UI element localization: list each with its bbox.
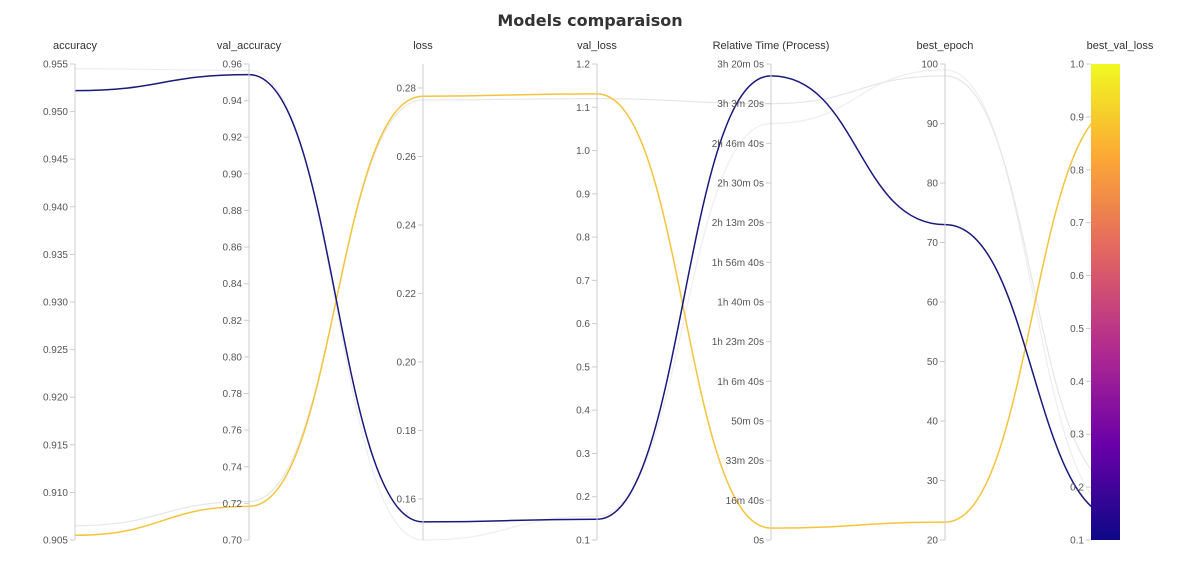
tick-label: 1.1	[576, 103, 590, 114]
series-line-1	[74, 93, 1121, 536]
tick-label: 16m 40s	[726, 496, 764, 507]
tick-label: 0.16	[397, 494, 417, 505]
tick-label: 0.88	[223, 206, 243, 217]
axes: accuracy0.9550.9500.9450.9400.9350.9300.…	[43, 40, 1154, 547]
tick-label: 0.2	[576, 492, 590, 503]
tick-label: 0.74	[223, 462, 243, 473]
tick-label: 20	[927, 536, 939, 547]
axis-3: val_loss 1.2 1.1 1.0 0.9 0.8 0.7 0.6 0.5 0.4 0.3 0.…	[576, 40, 617, 547]
tick-label: 33m 20s	[726, 456, 764, 467]
tick-label: 2h 13m 20s	[712, 218, 764, 229]
tick-label: 0.28	[397, 83, 417, 94]
tick-label: 1.2	[576, 60, 590, 71]
tick-label: 0.4	[1070, 377, 1084, 388]
tick-label: 0.950	[43, 107, 68, 118]
axis-4: Relative Time (Process) 3h 20m 0s 3h 3m 20…	[712, 40, 830, 547]
axis-1: val_accuracy 0.96 0.94 0.92 0.90 0.88 0.86 0.84…	[217, 40, 282, 547]
series-line-0	[74, 73, 1121, 523]
axis-0: accuracy 0.955 0.950 0.945 0.940 0.935 0.930 0.…	[43, 40, 98, 547]
tick-label: 0.18	[397, 426, 417, 437]
colorbar	[1091, 64, 1120, 540]
tick-label: 1.0	[576, 146, 590, 157]
axis-5: best_epoch 100 90 80 70 60 50 40 30 20	[917, 40, 974, 547]
tick-label: 0.925	[43, 345, 68, 356]
axis-label: val_loss	[577, 40, 617, 52]
tick-label: 0.84	[223, 279, 243, 290]
axis-label: accuracy	[53, 40, 98, 52]
tick-label: 0.94	[223, 96, 243, 107]
tick-label: 0.920	[43, 393, 68, 404]
tick-label: 0.78	[223, 389, 243, 400]
tick-label: 0.915	[43, 440, 68, 451]
tick-label: 100	[921, 60, 938, 71]
axis-label: loss	[413, 40, 433, 52]
tick-label: 0.70	[223, 536, 243, 547]
series-lines	[74, 68, 1121, 541]
tick-label: 1h 23m 20s	[712, 337, 764, 348]
tick-label: 3h 3m 20s	[717, 99, 764, 110]
tick-label: 0.96	[223, 60, 243, 71]
tick-label: 60	[927, 298, 939, 309]
tick-label: 50m 0s	[731, 417, 764, 428]
tick-label: 1h 40m 0s	[717, 298, 764, 309]
tick-label: 0.5	[1070, 324, 1084, 335]
tick-label: 0.22	[397, 289, 417, 300]
tick-label: 0.1	[576, 536, 590, 547]
tick-label: 80	[927, 179, 939, 190]
tick-label: 0.72	[223, 499, 243, 510]
tick-label: 1h 6m 40s	[717, 377, 764, 388]
tick-label: 0.82	[223, 316, 243, 327]
tick-label: 0.20	[397, 357, 417, 368]
tick-label: 0.86	[223, 243, 243, 254]
tick-label: 0.6	[1070, 271, 1084, 282]
axis-label: best_val_loss	[1087, 40, 1154, 52]
tick-label: 40	[927, 417, 939, 428]
tick-label: 0.24	[397, 220, 417, 231]
axis-2: loss 0.28 0.26 0.24 0.22 0.20 0.18 0.16	[397, 40, 433, 540]
tick-label: 0.935	[43, 250, 68, 261]
axis-label: val_accuracy	[217, 40, 282, 52]
tick-label: 0.2	[1070, 483, 1084, 494]
tick-label: 50	[927, 357, 939, 368]
tick-label: 0.1	[1070, 536, 1084, 547]
tick-label: 0.76	[223, 426, 243, 437]
tick-label: 1h 56m 40s	[712, 258, 764, 269]
tick-label: 0.940	[43, 202, 68, 213]
axis-label: Relative Time (Process)	[713, 40, 830, 52]
tick-label: 30	[927, 476, 939, 487]
tick-label: 0.26	[397, 152, 417, 163]
tick-label: 0.910	[43, 488, 68, 499]
tick-label: 0.9	[576, 189, 590, 200]
tick-label: 0.92	[223, 133, 243, 144]
tick-label: 70	[927, 238, 939, 249]
tick-label: 2h 30m 0s	[717, 179, 764, 190]
tick-label: 0.90	[223, 169, 243, 180]
tick-label: 0.80	[223, 352, 243, 363]
tick-label: 0.6	[576, 319, 590, 330]
tick-label: 3h 20m 0s	[717, 60, 764, 71]
chart-title: Models comparaison	[497, 11, 682, 30]
axis-label: best_epoch	[917, 40, 974, 52]
tick-label: 0.8	[576, 233, 590, 244]
tick-label: 0.5	[576, 362, 590, 373]
tick-label: 0.3	[576, 449, 590, 460]
tick-label: 0.3	[1070, 430, 1084, 441]
tick-label: 0.955	[43, 60, 68, 71]
tick-label: 0.9	[1070, 112, 1084, 123]
tick-label: 0.945	[43, 155, 68, 166]
tick-label: 0.8	[1070, 165, 1084, 176]
tick-label: 0.930	[43, 298, 68, 309]
tick-label: 2h 46m 40s	[712, 139, 764, 150]
tick-label: 0.905	[43, 536, 68, 547]
tick-label: 0.4	[576, 406, 590, 417]
tick-label: 0s	[753, 536, 764, 547]
tick-label: 0.7	[576, 276, 590, 287]
tick-label: 0.7	[1070, 218, 1084, 229]
tick-label: 1.0	[1070, 60, 1084, 71]
tick-label: 90	[927, 119, 939, 130]
